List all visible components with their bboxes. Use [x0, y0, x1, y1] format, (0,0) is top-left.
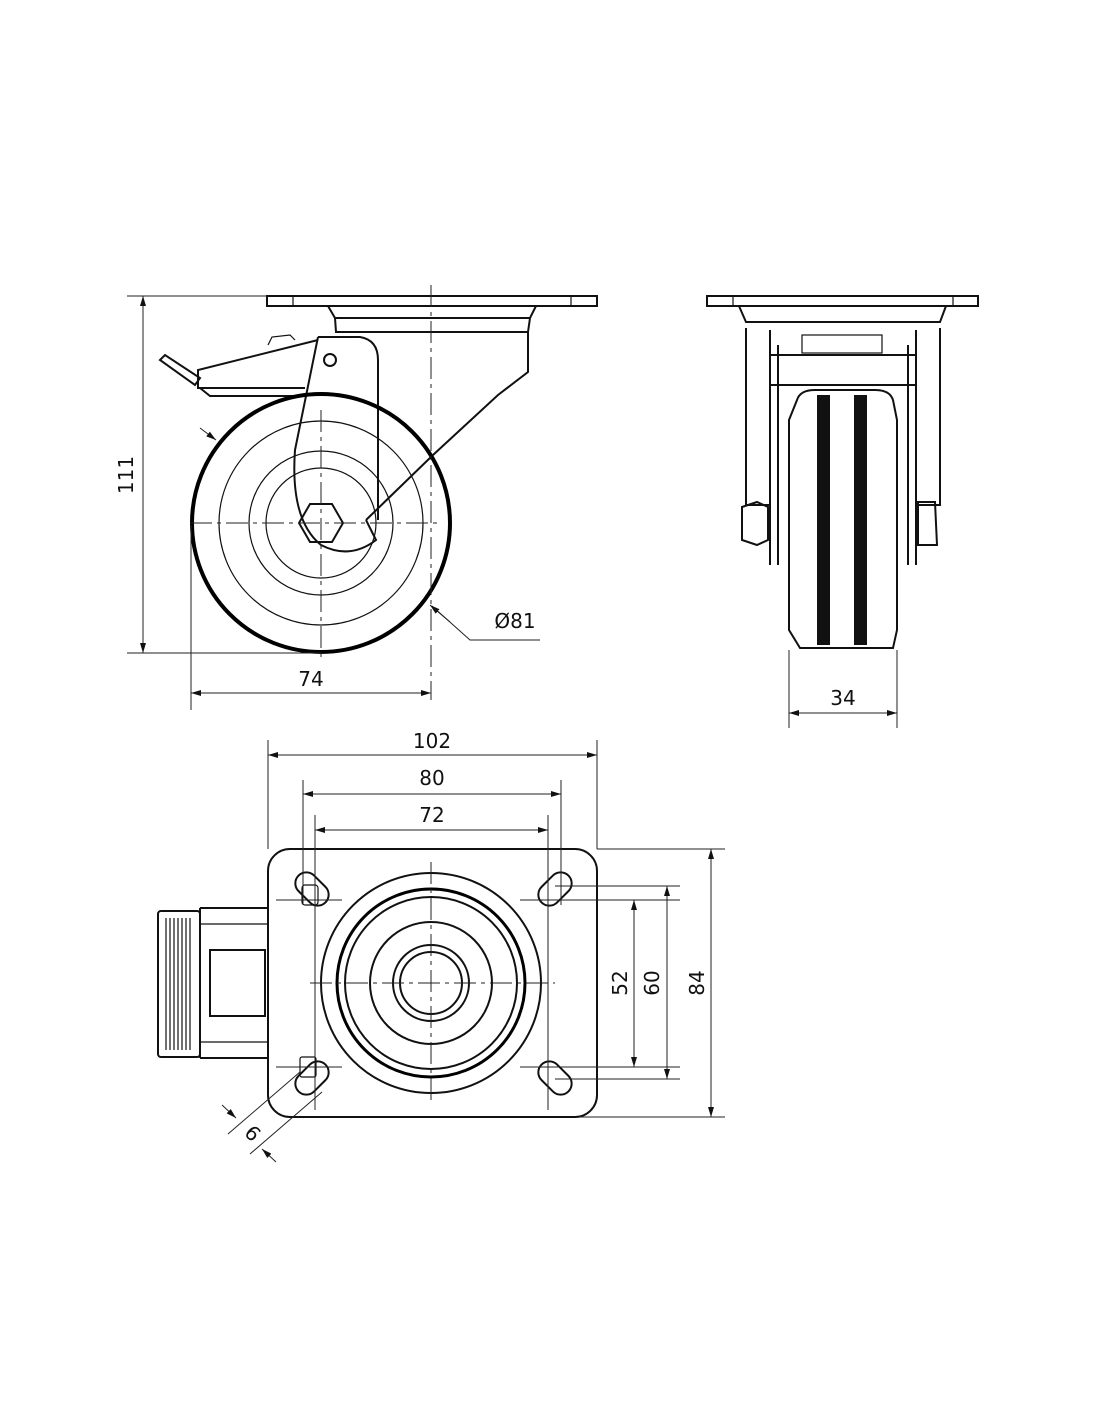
front-view: 34 [706, 295, 979, 728]
tread-stripe-right [854, 395, 867, 645]
wheel-front [788, 389, 898, 649]
brake-pedal-top [157, 910, 201, 1058]
slot-top-left [294, 871, 330, 907]
slot-bottom-right [537, 1060, 573, 1096]
slot-bottom-left [294, 1060, 330, 1096]
hole-vertical-outer-label: 60 [640, 970, 664, 995]
brake-pedal [158, 353, 202, 387]
bearing-block [769, 354, 917, 386]
mounting-slots [294, 871, 573, 1096]
brake-lever [197, 339, 319, 397]
height-label: 111 [114, 456, 138, 494]
hole-vertical-inner-label: 52 [608, 970, 632, 995]
hole-spacing-inner-label: 72 [419, 803, 444, 827]
top-plate [266, 295, 598, 307]
side-view: 111 74 Ø81 [114, 285, 598, 710]
axle-bolt-right [917, 501, 939, 546]
wheel-width-label: 34 [830, 686, 855, 710]
fork-arm [318, 336, 379, 520]
plate-length-label: 84 [685, 970, 709, 995]
top-view: 102 80 72 52 60 84 9 [157, 729, 725, 1163]
axle-nut-left [741, 500, 769, 547]
slot-top-right [537, 871, 573, 907]
slot-width-label: 9 [240, 1120, 266, 1146]
pivot-pin [323, 353, 337, 367]
hole-spacing-outer-label: 80 [419, 766, 444, 790]
top-plate-front [706, 295, 979, 307]
swivel-bearing [327, 305, 537, 333]
brake-window [209, 949, 266, 1017]
plate-width-label: 102 [413, 729, 451, 753]
pedal-grip-lines [165, 918, 191, 1050]
fork-rear-edge [365, 332, 529, 521]
diameter-label: Ø81 [494, 609, 535, 633]
mounting-plate [267, 848, 598, 1118]
tread-stripe-left [817, 395, 830, 645]
width-label: 74 [298, 667, 323, 691]
